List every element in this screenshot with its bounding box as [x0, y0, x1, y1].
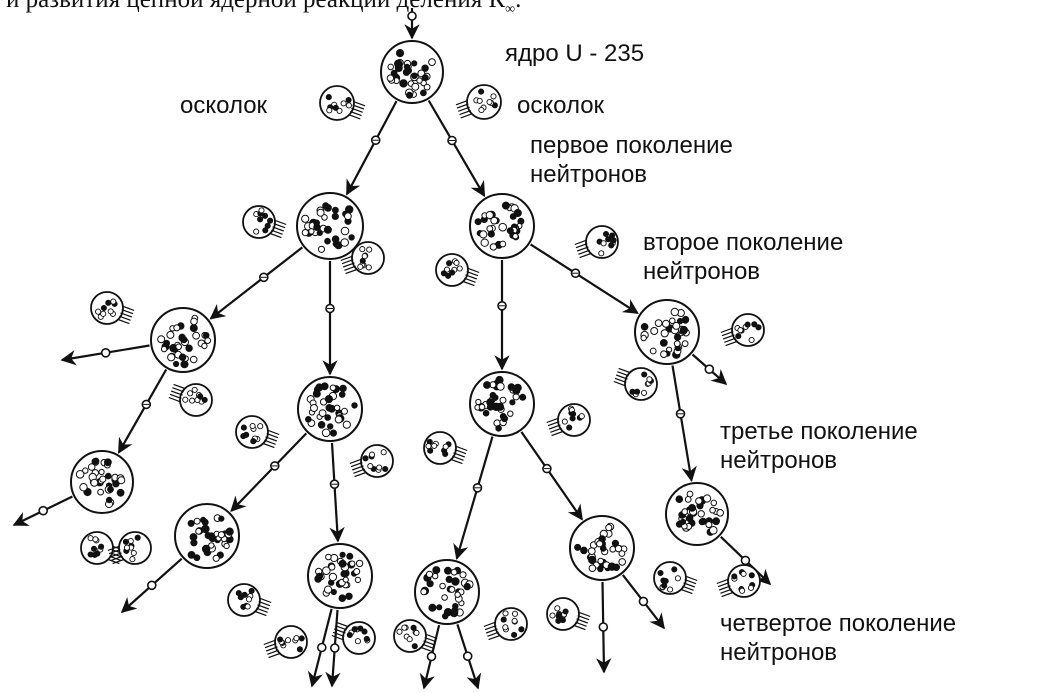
nucleus-g1b [469, 193, 535, 259]
neutron-out-g4c-2 [621, 574, 665, 630]
neutron-path-g1a-g2b [322, 261, 338, 376]
neutron-path-g2a-g3a [117, 368, 168, 454]
neutron-out-g2a [60, 344, 150, 366]
fragment-16 [107, 531, 152, 565]
label-fragment-left: осколок [180, 92, 268, 119]
nucleus-g2d [634, 299, 700, 365]
nucleus-g4c [569, 515, 635, 581]
fragment-8 [168, 383, 213, 417]
neutron-path-g2d-g3c [671, 365, 697, 483]
fragment-5 [435, 253, 480, 287]
neutron-path-root-g1a [345, 100, 398, 196]
nucleus-g4a [307, 543, 373, 609]
neutron-out-g4a-1 [307, 608, 333, 688]
neutron-path-g1a-g2a [209, 246, 303, 320]
fragments-group [80, 84, 765, 659]
neutron-out-g4b-2 [456, 624, 482, 690]
neutron-path-g2c-g4c [520, 431, 583, 521]
nucleus-g1a [296, 192, 364, 260]
neutron-path-g1b-g2d [530, 243, 639, 315]
nucleus-g2c [469, 371, 535, 437]
neutron-paths [12, 8, 772, 690]
fragment-21 [483, 607, 528, 641]
neutron-out-g3b [120, 557, 183, 614]
label-generation-3: третье поколение нейтронов [720, 418, 918, 474]
fragment-6 [574, 225, 619, 259]
fragment-1 [319, 85, 366, 121]
neutron-out-g3a [12, 495, 73, 526]
fragment-19 [331, 621, 376, 655]
neutron-path-g2b-g3b [230, 432, 308, 513]
diagram-caption: и развития цепной ядерной реакции делени… [6, 0, 521, 17]
label-generation-1: первое поколение нейтронов [530, 132, 733, 188]
fragment-15 [80, 531, 125, 565]
fragment-13 [423, 431, 468, 465]
incoming-neutron [404, 8, 420, 40]
fragment-2 [455, 84, 502, 120]
neutron-out-g4b-1 [419, 624, 441, 690]
fragment-9 [720, 313, 765, 347]
nucleus-g3c [665, 482, 729, 546]
neutron-out-g3c [720, 536, 772, 586]
nucleus-g3a [70, 450, 134, 514]
label-generation-4: четвертое поколение нейтронов [720, 610, 957, 666]
label-generation-2: второе поколение нейтронов [643, 229, 844, 285]
fragment-23 [653, 561, 698, 595]
fragment-22 [546, 597, 591, 631]
fragment-7 [90, 291, 135, 325]
neutron-path-g1b-g2c [494, 260, 510, 371]
neutron-path-g2b-g4a [329, 442, 345, 543]
neutron-path-root-g1b [427, 99, 486, 198]
neutron-out-g4c-1 [596, 581, 612, 674]
neutron-path-g2c-g4b [453, 436, 494, 560]
label-fragment-right: осколок [517, 92, 605, 119]
fragment-20 [393, 619, 438, 653]
fragment-18 [263, 625, 308, 659]
label-nucleus: ядро U - 235 [505, 40, 645, 67]
caption-text: и развития цепной ядерной реакции делени… [6, 0, 505, 13]
fragment-11 [235, 415, 280, 449]
fragment-10 [613, 367, 658, 401]
nucleus-g2b [297, 376, 363, 442]
fragment-12 [349, 444, 394, 478]
caption-subscript: ∞ [505, 2, 516, 17]
neutron-out-g2d [691, 353, 728, 386]
fragment-14 [546, 403, 591, 437]
fragment-3 [242, 205, 287, 239]
neutron-out-g4a-2 [325, 609, 341, 688]
nucleus-g4b [414, 559, 480, 625]
nucleus-root [380, 40, 444, 104]
fragment-4 [340, 241, 385, 275]
fragment-24 [716, 564, 761, 598]
fragment-17 [227, 583, 272, 617]
nucleus-g2a [150, 307, 216, 373]
nucleus-g3b [174, 503, 240, 569]
nuclei-group [70, 40, 729, 625]
